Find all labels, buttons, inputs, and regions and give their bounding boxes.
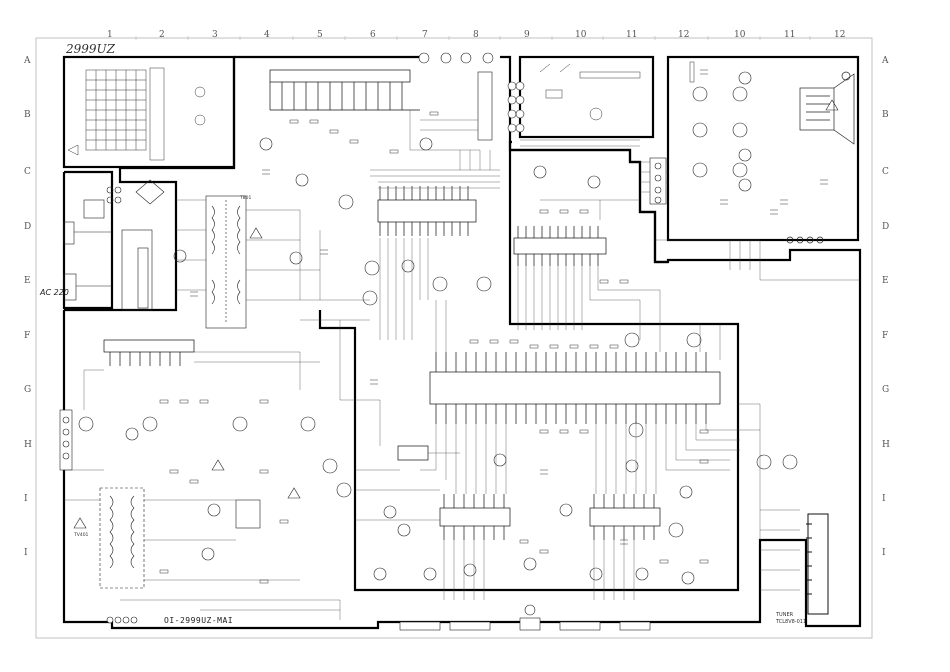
flyback-transformer bbox=[99, 487, 261, 589]
column-label: 8 bbox=[473, 30, 479, 40]
keyboard-matrix bbox=[67, 67, 206, 161]
row-label: I bbox=[24, 548, 28, 558]
row-label: H bbox=[882, 440, 890, 450]
power-stage bbox=[121, 179, 247, 329]
transformer-label: TV401 bbox=[74, 533, 89, 538]
drawing-title: 2999UZ bbox=[66, 42, 115, 56]
row-label: B bbox=[882, 110, 889, 120]
row-label: F bbox=[882, 331, 889, 341]
row-label: I bbox=[882, 494, 886, 504]
row-label: C bbox=[24, 167, 31, 177]
av-side-jacks bbox=[649, 157, 667, 205]
column-label: 3 bbox=[212, 30, 218, 40]
row-label: D bbox=[24, 222, 32, 232]
column-label: 12 bbox=[678, 30, 690, 40]
block-mains bbox=[62, 170, 114, 310]
column-label: 11 bbox=[626, 30, 638, 40]
ic-top bbox=[269, 69, 420, 111]
traces bbox=[64, 110, 860, 620]
row-label: E bbox=[24, 276, 31, 286]
board-name: OI-2999UZ-MAI bbox=[164, 616, 234, 625]
column-label: 1 bbox=[107, 30, 113, 40]
ic-main bbox=[429, 352, 721, 424]
column-label: 5 bbox=[317, 30, 323, 40]
row-label: A bbox=[882, 56, 889, 66]
row-label: F bbox=[24, 331, 31, 341]
tuner-label: TUNER bbox=[776, 612, 794, 618]
column-label: 7 bbox=[422, 30, 428, 40]
ic-right bbox=[513, 226, 607, 266]
ic-mid bbox=[377, 186, 477, 236]
ic-lower bbox=[439, 494, 661, 540]
row-label: B bbox=[24, 110, 31, 120]
ic-power bbox=[103, 339, 195, 366]
row-label: G bbox=[24, 385, 32, 395]
row-label: E bbox=[882, 276, 889, 286]
column-label: 6 bbox=[370, 30, 376, 40]
passives bbox=[159, 69, 828, 584]
ic-eeprom bbox=[397, 445, 429, 461]
row-label: G bbox=[882, 385, 890, 395]
column-label: 10 bbox=[734, 30, 746, 40]
row-label: H bbox=[24, 440, 32, 450]
mains-section bbox=[63, 186, 122, 301]
row-label: I bbox=[24, 494, 28, 504]
column-label: 9 bbox=[524, 30, 530, 40]
crt-amps bbox=[692, 71, 752, 192]
deflection-connectors bbox=[59, 409, 138, 624]
block-crt bbox=[666, 55, 860, 242]
row-label: I bbox=[882, 548, 886, 558]
row-label: A bbox=[24, 56, 31, 66]
crt-socket bbox=[786, 71, 855, 244]
column-label: 10 bbox=[575, 30, 587, 40]
video-block-parts bbox=[539, 61, 695, 121]
column-label: 11 bbox=[784, 30, 796, 40]
column-label: 12 bbox=[834, 30, 846, 40]
tuner bbox=[806, 513, 829, 615]
row-label: D bbox=[882, 222, 890, 232]
warning-icons bbox=[73, 99, 839, 529]
block-keyboard bbox=[62, 55, 236, 169]
tuner-model: TCL8V8-011 bbox=[776, 619, 807, 625]
grid-ticks bbox=[135, 36, 811, 40]
av-connectors bbox=[418, 52, 525, 141]
row-label: C bbox=[882, 167, 889, 177]
block-video bbox=[518, 55, 655, 139]
transformer-label: T801 bbox=[240, 196, 252, 201]
ac-input-label: AC 220 bbox=[40, 288, 69, 297]
bottom-connectors bbox=[399, 604, 651, 631]
column-label: 4 bbox=[264, 30, 270, 40]
column-label: 2 bbox=[159, 30, 165, 40]
